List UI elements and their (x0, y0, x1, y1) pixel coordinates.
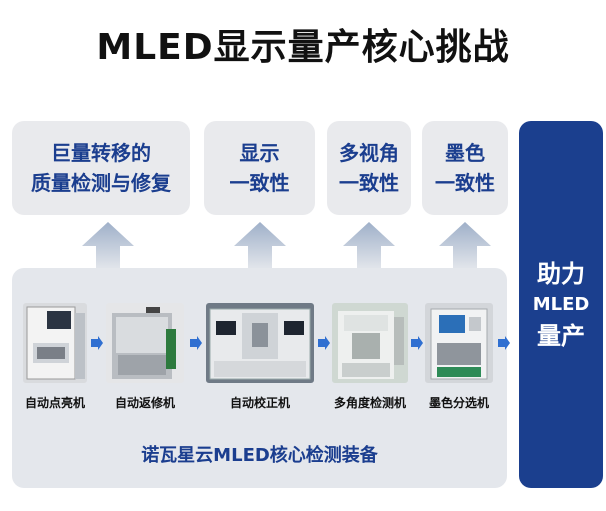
side-banner-line: 助力 (537, 259, 585, 288)
machine-label: 墨色分选机 (428, 396, 489, 410)
challenge-display-consistency: 显示 一致性 (204, 121, 315, 215)
side-banner-line: MLED (532, 293, 590, 315)
machine-label: 自动返修机 (114, 396, 175, 410)
page-title: MLED显示量产核心挑战 (96, 27, 510, 68)
flow-arrow-icon (498, 336, 510, 350)
up-arrow-icon (234, 222, 286, 270)
flow-arrow-icon (411, 336, 423, 350)
machine-label: 自动校正机 (229, 396, 290, 410)
flow-arrow-icon (91, 336, 103, 350)
challenge-multi-view-consistency: 多视角 一致性 (327, 121, 411, 215)
side-banner-line: 量产 (537, 321, 585, 350)
flow-arrow-icon (190, 336, 202, 350)
machine-auto-calibration-image (206, 303, 314, 383)
machine-label: 自动点亮机 (24, 396, 85, 410)
challenge-ink-color-consistency: 墨色 一致性 (422, 121, 508, 215)
challenge-mass-transfer: 巨量转移的 质量检测与修复 (12, 121, 190, 215)
up-arrow-icon (82, 222, 134, 270)
up-arrow-icon (343, 222, 395, 270)
up-arrow-icon (439, 222, 491, 270)
machine-auto-repair-image (106, 303, 184, 383)
flow-arrow-icon (318, 336, 330, 350)
machine-label: 多角度检测机 (333, 396, 406, 410)
panel-title: 诺瓦星云MLED核心检测装备 (141, 445, 378, 466)
machine-auto-lighting-image (23, 303, 87, 383)
side-banner: 助力 MLED 量产 (519, 121, 603, 488)
machine-ink-color-sorting-image (425, 303, 493, 383)
machine-multi-angle-inspection-image (332, 303, 408, 383)
